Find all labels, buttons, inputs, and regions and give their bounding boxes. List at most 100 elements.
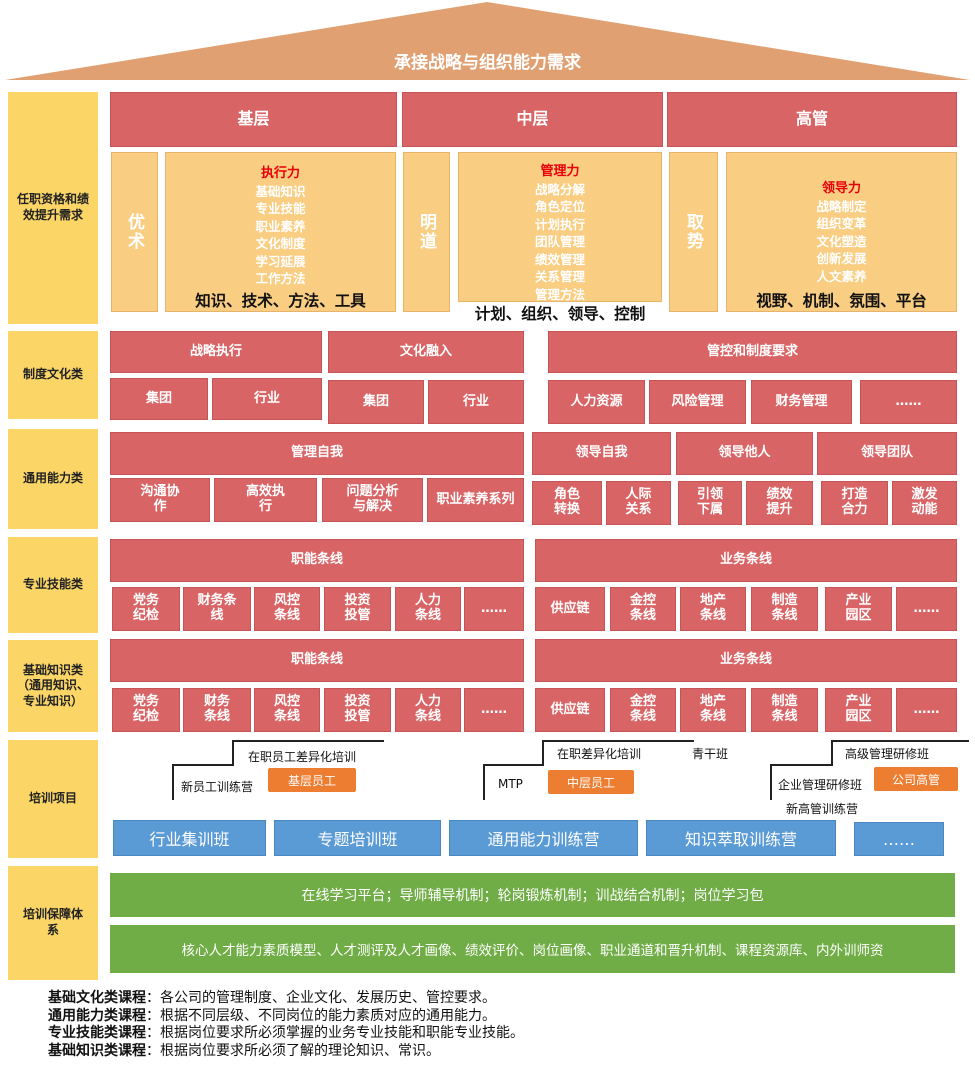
general-lead-item: 绩效提升 [746, 481, 813, 525]
system-culture: 文化融入 [328, 331, 524, 373]
training-mid-lower: MTP [498, 777, 523, 791]
general-lead-item: 人际关系 [606, 481, 671, 525]
professional-func-header: 职能条线 [110, 539, 524, 582]
professional-biz-item: 产业园区 [825, 587, 892, 631]
category-training-support: 培训保障体系 [8, 866, 98, 980]
general-lead-item: 角色转换 [532, 481, 602, 525]
training-top-lower: 新高管训练营 [786, 802, 859, 816]
professional-biz-item: …… [896, 587, 957, 631]
system-strategy-item: 集团 [110, 378, 208, 420]
professional-func-item: 党务纪检 [112, 587, 180, 631]
training-mid-extra: 青干班 [692, 747, 729, 761]
professional-func-item: 风控条线 [254, 587, 320, 631]
level-top-item: 创新发展 [816, 251, 867, 266]
level-mid-summary: 计划、组织、领导、控制 [474, 305, 646, 323]
category-training-projects: 培训项目 [8, 740, 98, 858]
program-general-ability-camp: 通用能力训练营 [449, 820, 638, 856]
training-base-upper: 在职员工差异化培训 [248, 750, 357, 764]
level-base-side: 优术 [111, 152, 158, 312]
training-base-lower: 新员工训练营 [181, 780, 254, 794]
training-top-mid: 企业管理研修班 [778, 778, 863, 792]
category-professional-skill: 专业技能类 [8, 537, 98, 633]
knowledge-func-item: …… [464, 688, 524, 732]
system-control: 管控和制度要求 [548, 331, 957, 373]
badge-mid-staff: 中层员工 [548, 770, 634, 794]
system-strategy: 战略执行 [110, 331, 322, 373]
knowledge-biz-item: 供应链 [535, 688, 605, 732]
general-lead-self: 领导自我 [532, 432, 671, 475]
level-top-item: 组织变革 [816, 216, 867, 231]
level-base-header: 基层 [110, 92, 397, 147]
knowledge-func-item: 人力条线 [395, 688, 461, 732]
stair-base-upper [232, 740, 384, 766]
knowledge-biz-item: …… [896, 688, 957, 732]
general-self-item: 职业素养系列 [427, 478, 524, 522]
general-lead-item: 激发动能 [892, 481, 957, 525]
general-self: 管理自我 [110, 432, 524, 475]
knowledge-func-item: 风控条线 [254, 688, 320, 732]
system-control-item: 人力资源 [548, 380, 645, 424]
level-mid-item: 计划执行 [534, 216, 585, 232]
level-top-side: 取势 [669, 152, 718, 312]
general-lead-item: 引领下属 [678, 481, 742, 525]
program-industry-camp: 行业集训班 [113, 820, 266, 856]
support-mechanisms: 在线学习平台；导师辅导机制；轮岗锻炼机制；训战结合机制；岗位学习包 [110, 873, 955, 917]
level-base-item: 基础知识 [255, 183, 306, 199]
system-control-item: …… [860, 380, 957, 424]
program-topic-class: 专题培训班 [274, 820, 441, 856]
general-lead-item: 打造合力 [821, 481, 888, 525]
knowledge-func-header: 职能条线 [110, 639, 524, 682]
level-mid-side: 明道 [403, 152, 450, 312]
program-more: …… [854, 822, 944, 856]
course-descriptions: 基础文化类课程：各公司的管理制度、企业文化、发展历史、管控要求。 通用能力类课程… [48, 990, 948, 1060]
professional-func-item: 财务条线 [183, 587, 251, 631]
professional-func-item: 投资投管 [324, 587, 391, 631]
category-general-ability: 通用能力类 [8, 429, 98, 529]
general-self-item: 问题分析与解决 [322, 478, 423, 522]
level-base-item: 职业素养 [255, 218, 306, 234]
training-top-upper: 高级管理研修班 [845, 747, 930, 761]
level-mid-header: 中层 [402, 92, 663, 147]
level-mid-item: 绩效管理 [534, 251, 585, 267]
professional-biz-item: 供应链 [535, 587, 605, 631]
professional-biz-item: 金控条线 [610, 587, 676, 631]
program-knowledge-camp: 知识萃取训练营 [646, 820, 836, 856]
level-top-item: 文化塑造 [816, 233, 867, 249]
general-lead-team: 领导团队 [817, 432, 957, 475]
roof-title: 承接战略与组织能力需求 [394, 53, 581, 73]
category-basic-knowledge: 基础知识类（通用知识、专业知识） [8, 640, 98, 732]
category-qualification: 任职资格和绩效提升需求 [8, 92, 98, 324]
level-mid-item: 管理方法 [534, 286, 585, 302]
system-culture-item: 行业 [428, 380, 524, 424]
knowledge-biz-item: 制造条线 [751, 688, 818, 732]
system-culture-item: 集团 [328, 380, 424, 424]
support-foundation: 核心人才能力素质模型、人才测评及人才画像、绩效评价、岗位画像、职业通道和晋升机制… [110, 925, 955, 973]
course-desc-knowledge: 基础知识类课程：根据岗位要求所必须了解的理论知识、常识。 [48, 1042, 440, 1059]
category-system-culture: 制度文化类 [8, 331, 98, 419]
badge-top-staff: 公司高管 [874, 767, 958, 791]
knowledge-biz-header: 业务条线 [535, 639, 957, 682]
level-base-item: 工作方法 [255, 271, 306, 286]
course-desc-general: 通用能力类课程：根据不同层级、不同岗位的能力素质对应的通用能力。 [48, 1007, 496, 1024]
stair-mid-upper [542, 740, 694, 766]
level-top-summary: 视野、机制、氛围、平台 [756, 292, 927, 310]
knowledge-biz-item: 地产条线 [680, 688, 746, 732]
knowledge-func-item: 投资投管 [324, 688, 391, 732]
level-top-item: 人文素养 [816, 268, 867, 284]
level-base-panel: 执行力 基础知识 专业技能 职业素养 文化制度 学习延展 工作方法 [165, 152, 396, 312]
professional-func-item: 人力条线 [395, 587, 461, 631]
level-mid-panel: 管理力 战略分解 角色定位 计划执行 团队管理 绩效管理 关系管理 管理方法 [458, 152, 662, 302]
level-base-item: 专业技能 [255, 201, 306, 216]
course-desc-professional: 专业技能类课程：根据岗位要求所必须掌握的业务专业技能和职能专业技能。 [48, 1025, 524, 1041]
professional-biz-item: 制造条线 [751, 587, 818, 631]
level-mid-item: 角色定位 [534, 199, 585, 214]
stair-top-lower [770, 764, 833, 800]
stair-mid-lower [483, 764, 544, 800]
knowledge-func-item: 党务纪检 [112, 688, 180, 732]
level-mid-head: 管理力 [540, 164, 580, 179]
badge-base-staff: 基层员工 [268, 768, 356, 792]
training-mid-upper: 在职差异化培训 [557, 747, 642, 761]
professional-func-item: …… [464, 587, 524, 631]
knowledge-biz-item: 产业园区 [825, 688, 892, 732]
level-mid-item: 团队管理 [534, 234, 585, 249]
